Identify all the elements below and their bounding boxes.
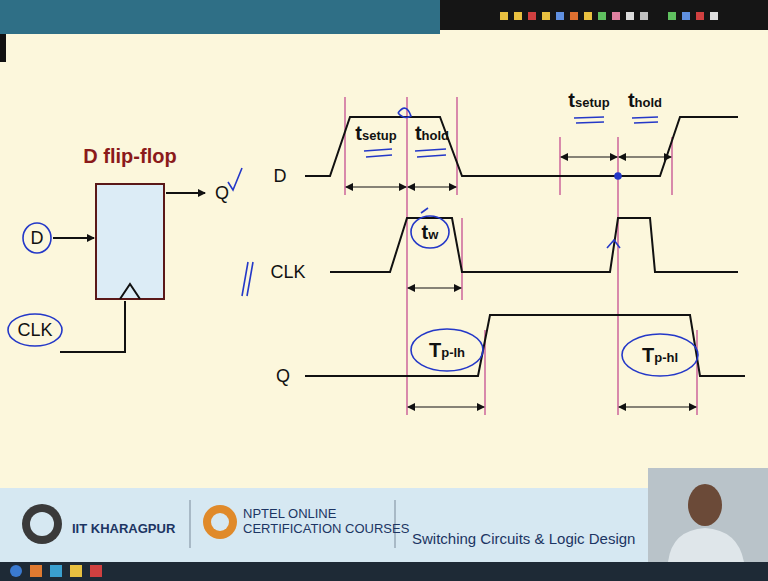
- waveforms: [305, 117, 745, 376]
- pin-name: D: [31, 228, 44, 249]
- timing-parameter: thold: [415, 122, 449, 145]
- ink-annotations: [8, 108, 698, 376]
- timing-parameter: thold: [628, 89, 662, 112]
- pin-name: CLK: [17, 320, 52, 341]
- flip-flop-box: [95, 183, 165, 300]
- timing-guides: [345, 97, 697, 415]
- flip-flop-block: D flip-flop: [77, 145, 183, 300]
- pin-name: Q: [215, 183, 229, 204]
- signal-name: D: [274, 166, 287, 187]
- timing-parameter: tw: [422, 221, 439, 244]
- block-title: D flip-flop: [77, 145, 183, 168]
- course-title: Switching Circuits & Logic Design: [412, 530, 635, 547]
- clock-triangle: [118, 282, 142, 300]
- timing-parameter: tsetup: [355, 122, 396, 145]
- toolbar-icons: [500, 12, 718, 20]
- institute-name: IIT KHARAGPUR: [72, 521, 175, 536]
- top-band: [0, 0, 440, 34]
- timing-parameter: Tp-lh: [429, 339, 465, 362]
- taskbar: [0, 562, 768, 581]
- timing-parameter: tsetup: [568, 89, 609, 112]
- presenter-video: [648, 468, 768, 562]
- toolbar: [440, 0, 768, 30]
- timing-parameter: Tp-hl: [642, 344, 678, 367]
- course-banner: NPTEL ONLINE CERTIFICATION COURSES: [243, 507, 418, 537]
- taskbar-icons: [10, 565, 102, 577]
- dimension-arrows: [346, 157, 696, 407]
- signal-name: Q: [276, 366, 290, 387]
- signal-name: CLK: [270, 262, 305, 283]
